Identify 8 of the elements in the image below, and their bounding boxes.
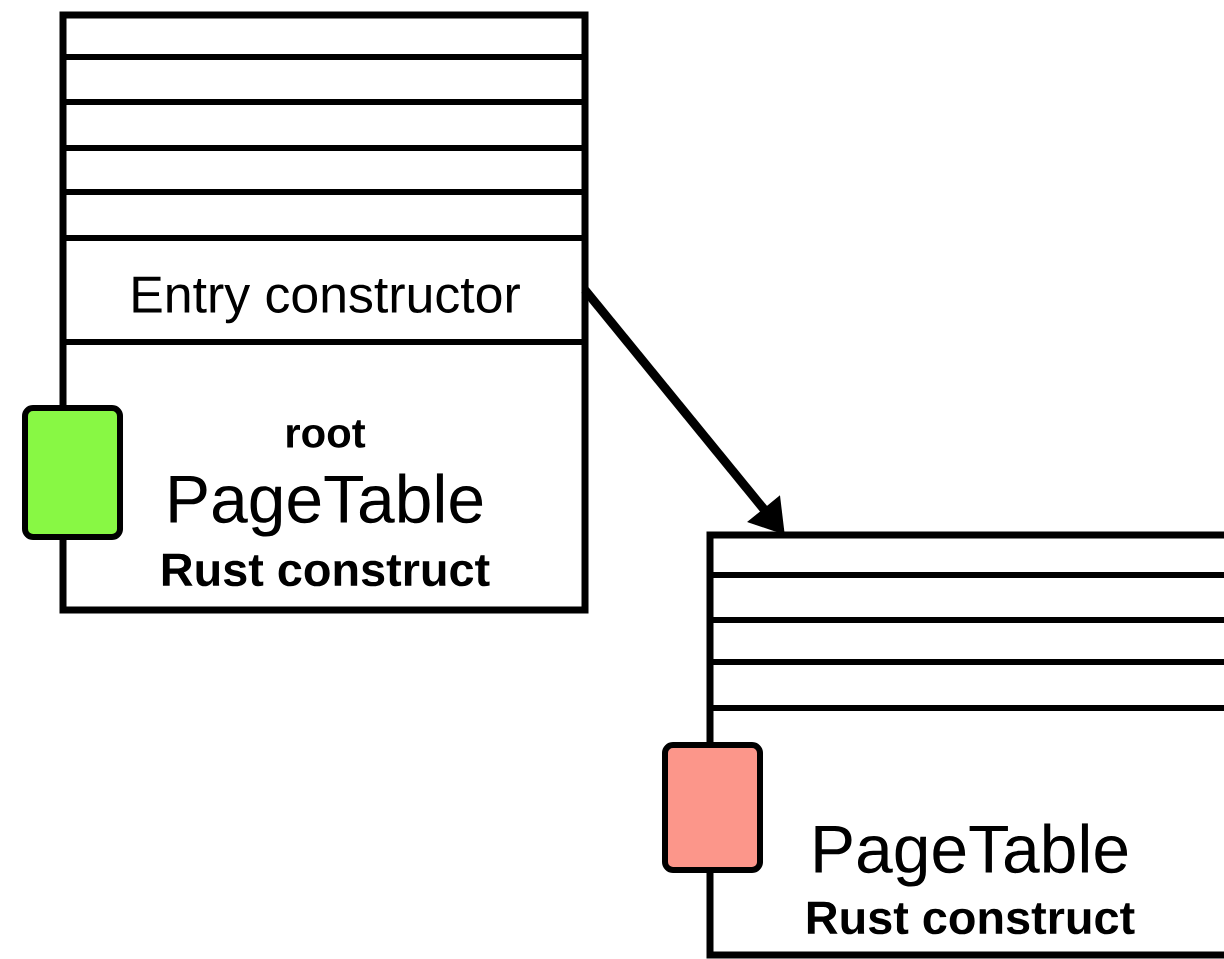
node-text: PageTable	[815, 823, 1128, 887]
node-text: Rust construct	[162, 553, 490, 587]
node-text: root	[287, 420, 366, 448]
node-text: PageTable	[170, 473, 483, 537]
tab-marker	[662, 742, 763, 873]
node-text: Rust construct	[807, 901, 1135, 935]
tab-marker	[22, 405, 123, 540]
node-text: Entry constructor	[133, 276, 520, 324]
